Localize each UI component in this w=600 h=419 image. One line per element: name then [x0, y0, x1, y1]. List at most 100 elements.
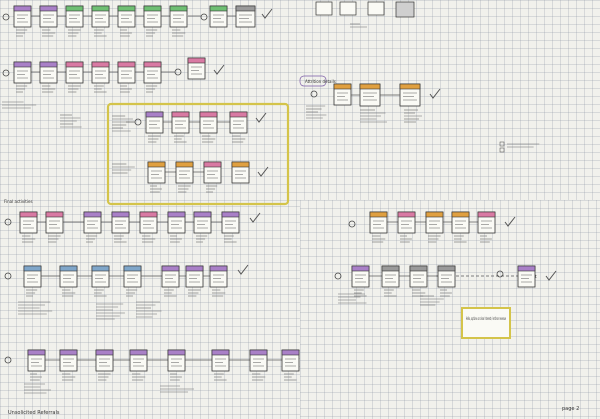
top-sheet: [0, 0, 600, 212]
flow-node-circle: [2, 69, 10, 77]
process-box-header: [65, 61, 84, 68]
flow-node-circle: [348, 220, 356, 228]
check-mark: [261, 8, 273, 19]
shaded-box: [395, 1, 415, 18]
process-box-header: [425, 211, 444, 218]
process-box-header: [39, 61, 58, 68]
note-box: [461, 307, 511, 339]
process-box-header: [129, 349, 148, 356]
process-box-header: [27, 349, 46, 356]
process-box-header: [117, 5, 136, 12]
final-activities-tag: Final activities: [4, 199, 33, 204]
small-box: [339, 1, 357, 16]
process-box-header: [59, 349, 78, 356]
highlight-frame: [106, 102, 290, 206]
flow-node-circle: [174, 68, 182, 76]
process-box-header: [171, 111, 190, 118]
process-box-header: [59, 265, 78, 272]
process-box-header: [221, 211, 240, 218]
process-box-header: [193, 211, 212, 218]
process-box-header: [199, 111, 218, 118]
process-box-header: [281, 349, 300, 356]
process-box-header: [409, 265, 428, 272]
process-box-header: [39, 5, 58, 12]
process-box-header: [397, 211, 416, 218]
process-box-header: [369, 211, 388, 218]
legend-square: [499, 147, 505, 153]
process-box-header: [229, 111, 248, 118]
process-box-header: [83, 211, 102, 218]
process-box-header: [91, 5, 110, 12]
small-box: [315, 1, 333, 16]
process-box-header: [359, 83, 381, 90]
process-box-header: [211, 349, 230, 356]
process-box-header: [19, 211, 38, 218]
process-box-header: [65, 5, 84, 12]
flow-node-circle: [334, 272, 342, 280]
process-box-header: [249, 349, 268, 356]
flow-node-circle: [4, 218, 12, 226]
flow-node-circle: [4, 356, 12, 364]
check-mark: [255, 112, 267, 123]
note-box-text: Hello, options on clear interest / enfor…: [466, 316, 506, 321]
process-box-header: [351, 265, 370, 272]
process-box-header: [139, 211, 158, 218]
process-box-header: [399, 83, 421, 90]
process-box-header: [111, 211, 130, 218]
flow-node-circle: [134, 118, 142, 126]
attrition-tag: Attrition details: [305, 79, 336, 84]
bottom-left-sheet: [0, 206, 308, 419]
process-box-header: [209, 265, 228, 272]
process-box-header: [145, 111, 164, 118]
bottom-right-sheet: [300, 200, 600, 419]
flow-node-circle: [4, 272, 12, 280]
tag-outline: [299, 75, 327, 87]
page-label: page 2: [562, 406, 579, 412]
process-box-header: [187, 57, 206, 64]
legend-square: [499, 141, 505, 147]
process-box-header: [117, 61, 136, 68]
bottom-left-label: Unsolicited Referrals: [8, 410, 60, 416]
process-box-header: [517, 265, 536, 272]
process-box-header: [13, 61, 32, 68]
check-mark: [429, 88, 441, 99]
process-box-header: [91, 265, 110, 272]
check-mark: [249, 212, 261, 223]
small-box: [367, 1, 385, 16]
process-box-header: [185, 265, 204, 272]
process-box-header: [231, 161, 250, 168]
process-box-header: [95, 349, 114, 356]
process-box-header: [143, 61, 162, 68]
flow-node-circle: [310, 90, 318, 98]
process-box-header: [333, 83, 352, 90]
process-box-header: [235, 5, 256, 12]
process-box-header: [209, 5, 228, 12]
process-box-header: [167, 349, 186, 356]
process-box-header: [143, 5, 162, 12]
process-box-header: [147, 161, 166, 168]
process-box-header: [381, 265, 400, 272]
process-box-header: [23, 265, 42, 272]
check-mark: [237, 264, 249, 275]
process-box-header: [45, 211, 64, 218]
process-box-header: [123, 265, 142, 272]
process-box-header: [175, 161, 194, 168]
process-box-header: [167, 211, 186, 218]
flow-node-circle: [200, 13, 208, 21]
check-mark: [504, 216, 516, 227]
process-box-header: [203, 161, 222, 168]
process-box-header: [451, 211, 470, 218]
process-box-header: [161, 265, 180, 272]
process-box-header: [169, 5, 188, 12]
process-box-header: [437, 265, 456, 272]
check-mark: [545, 270, 557, 281]
check-mark: [213, 64, 225, 75]
process-box-header: [477, 211, 496, 218]
process-box-header: [91, 61, 110, 68]
flow-node-circle: [2, 13, 10, 21]
process-box-header: [13, 5, 32, 12]
check-mark: [257, 166, 269, 177]
flow-node-circle: [496, 270, 504, 278]
